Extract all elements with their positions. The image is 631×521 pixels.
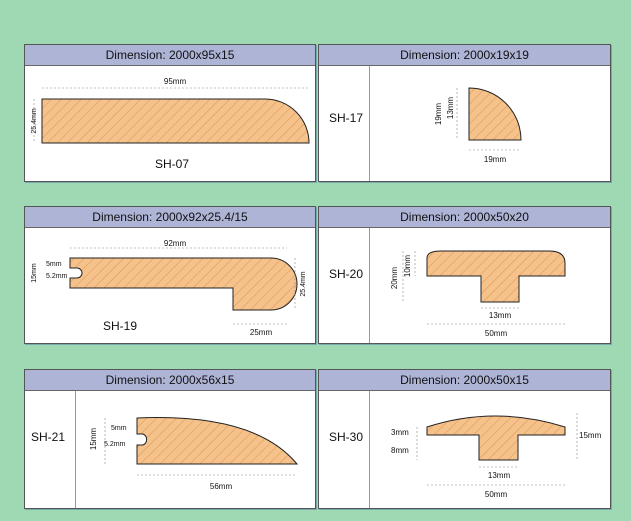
- panel-sh20: Dimension: 2000x50x20 SH-20 10mm 20mm 13…: [318, 206, 611, 344]
- product-code: SH-19: [103, 319, 138, 333]
- dim-label-thickness: 15mm: [89, 428, 98, 451]
- panel-sh17: Dimension: 2000x19x19 SH-17 19mm 13mm 19…: [318, 44, 611, 182]
- product-code: SH-17: [329, 111, 364, 125]
- panel-title: Dimension: 2000x92x25.4/15: [25, 207, 315, 228]
- panel-divider: [369, 66, 370, 181]
- dim-label-tongue: 13mm: [489, 311, 512, 320]
- dim-label-step: 8mm: [391, 446, 409, 455]
- dim-label-width: 92mm: [164, 239, 187, 248]
- product-code: SH-20: [329, 267, 364, 281]
- panel-divider: [369, 228, 370, 343]
- dim-label-width: 50mm: [485, 490, 508, 499]
- panel-title: Dimension: 2000x50x20: [319, 207, 610, 228]
- product-code: SH-07: [155, 157, 190, 171]
- dim-label-height: 15mm: [579, 431, 602, 440]
- panel-divider: [75, 391, 76, 508]
- product-code: SH-21: [31, 430, 66, 444]
- profile-drawing-sh07: 95mm 25.4mm: [31, 77, 310, 144]
- profile-drawing-sh17: 19mm 13mm 19mm: [434, 87, 522, 164]
- dim-label-height: 19mm: [434, 103, 443, 126]
- dim-label-height: 20mm: [390, 267, 399, 290]
- dim-label-width: 95mm: [164, 77, 187, 86]
- dim-label-thickness: 15mm: [31, 263, 38, 283]
- panel-sh21: Dimension: 2000x56x15 SH-21 5mm 5.2mm 15…: [24, 369, 316, 509]
- profile-drawing-sh30: 3mm 8mm 15mm 13mm 50mm: [391, 413, 602, 499]
- dim-label-edge: 3mm: [391, 428, 409, 437]
- panel-sh30: Dimension: 2000x50x15 SH-30 3mm 8mm 15mm…: [318, 369, 611, 509]
- dim-label-width: 50mm: [485, 329, 508, 338]
- dim-label-thickness: 25.4mm: [31, 108, 38, 133]
- dim-label-edge: 13mm: [446, 97, 455, 120]
- dim-label-width: 19mm: [484, 155, 507, 164]
- profile-drawing-sh20: 10mm 20mm 13mm 50mm: [390, 250, 566, 338]
- dim-label-nose-width: 25mm: [250, 328, 273, 337]
- product-code: SH-30: [329, 430, 364, 444]
- dim-label-groove-top: 5mm: [46, 261, 62, 268]
- panel-divider: [369, 391, 370, 508]
- dim-label-tongue: 13mm: [488, 471, 511, 480]
- panel-title: Dimension: 2000x56x15: [25, 370, 315, 391]
- dim-label-cap: 10mm: [403, 255, 412, 278]
- panel-sh19: Dimension: 2000x92x25.4/15 92mm 5mm 5.2m…: [24, 206, 316, 344]
- panel-title: Dimension: 2000x19x19: [319, 45, 610, 66]
- dim-label-groove: 5.2mm: [104, 441, 126, 448]
- dim-label-nose-height: 25.4mm: [300, 271, 307, 296]
- panel-title: Dimension: 2000x50x15: [319, 370, 610, 391]
- dim-label-width: 56mm: [210, 482, 233, 491]
- dim-label-groove: 5.2mm: [46, 273, 68, 280]
- profile-drawing-sh21: 5mm 5.2mm 15mm 56mm: [89, 417, 299, 491]
- profile-drawing-sh19: 92mm 5mm 5.2mm 15mm 25.4mm 25mm: [31, 239, 307, 337]
- panel-sh07: Dimension: 2000x95x15 95mm 25.4mm SH-07: [24, 44, 316, 182]
- panel-title: Dimension: 2000x95x15: [25, 45, 315, 66]
- dim-label-groove-top: 5mm: [111, 425, 127, 432]
